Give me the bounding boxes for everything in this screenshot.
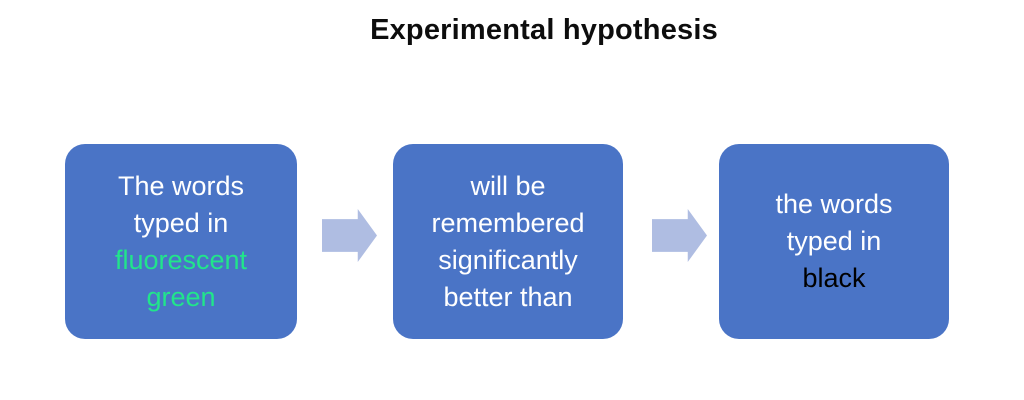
box-text-line: better than	[443, 281, 573, 312]
box-text-line: green	[146, 281, 216, 312]
arrow-right-icon-2	[652, 209, 707, 262]
box-text-line: typed in	[133, 207, 229, 238]
box-remembered-better: will be remembered significantly better tha…	[393, 144, 623, 339]
box-text-line: The words	[117, 170, 245, 201]
arrow-right-icon-1	[322, 209, 377, 262]
box-text-line: significantly	[438, 244, 578, 275]
box-fluorescent-green: The words typed in fluorescent green	[65, 144, 297, 339]
box-text-line: fluorescent	[114, 244, 248, 275]
box-text-line: will be	[470, 170, 546, 201]
box-text-line: black	[802, 263, 866, 293]
box-text-line: the words	[775, 189, 893, 219]
box-black: the words typed in black	[719, 144, 949, 339]
slide-title: Experimental hypothesis	[370, 14, 718, 46]
box-text-line: typed in	[786, 226, 882, 256]
box-text-line: remembered	[431, 207, 585, 238]
